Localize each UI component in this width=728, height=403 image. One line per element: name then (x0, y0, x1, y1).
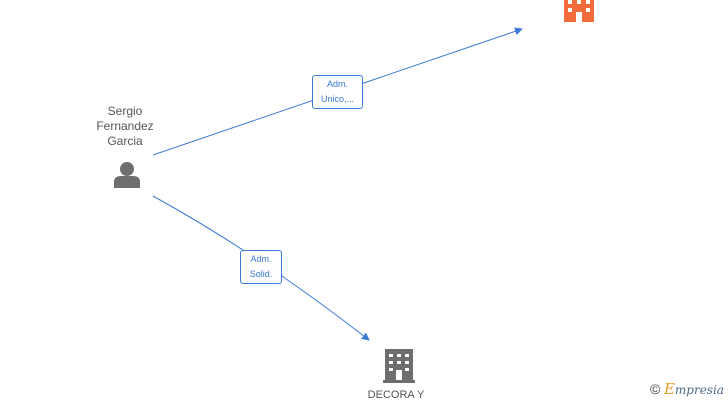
brand-initial: E (663, 380, 675, 398)
building-icon[interactable] (564, 0, 594, 22)
watermark: © Empresia (650, 380, 724, 398)
edge-label-line: Adm. (326, 79, 348, 89)
company-label[interactable]: DECORA Y (367, 389, 425, 401)
person-name[interactable]: Sergio Fernandez Garcia (85, 104, 165, 149)
edge-label[interactable]: Adm. Solid. (240, 250, 282, 284)
person-name-line: Fernandez (96, 119, 154, 133)
copyright-symbol: © (650, 381, 661, 397)
brand-name: mpresia (674, 383, 724, 397)
person-name-line: Sergio (107, 104, 143, 118)
person-icon[interactable] (114, 162, 140, 188)
person-name-line: Garcia (107, 134, 143, 148)
edge-label-line: Adm. (250, 254, 272, 264)
edge-label-line: Solid. (249, 269, 273, 279)
edge-label[interactable]: Adm. Unico,... (312, 75, 363, 109)
building-icon[interactable] (383, 349, 415, 383)
edge-label-line: Unico,... (320, 94, 354, 104)
